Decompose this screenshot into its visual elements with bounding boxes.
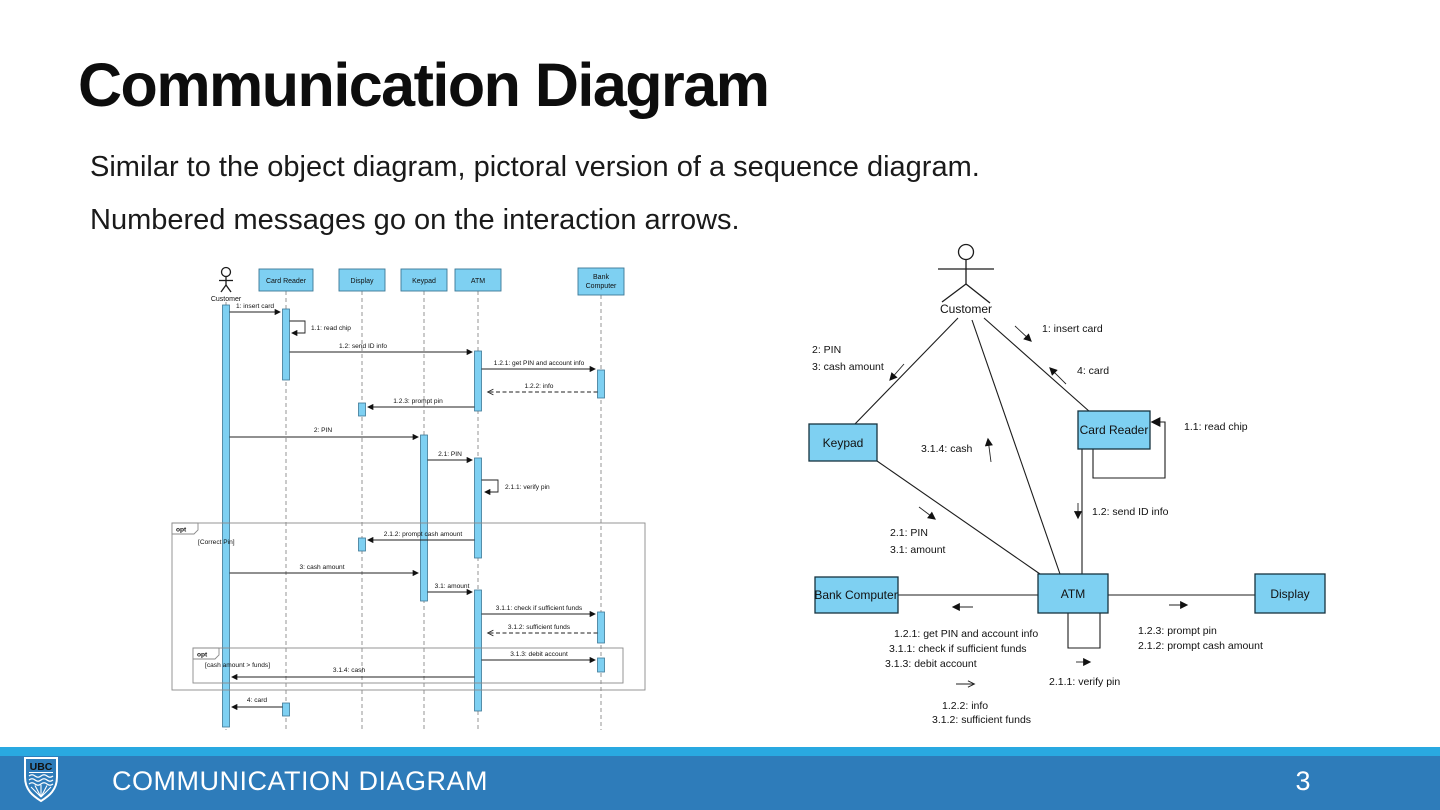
seq-message-label: 1: insert card [236, 303, 274, 310]
comm-message-label: 1.2.2: info [942, 700, 988, 712]
comm-message-label: 2.1.2: prompt cash amount [1138, 640, 1263, 652]
seq-message-label: 1.2.3: prompt pin [393, 398, 443, 405]
ubc-logo-text: UBC [30, 761, 53, 773]
comm-message-label: 1.2: send ID info [1092, 506, 1169, 518]
comm-actor-label: Customer [940, 302, 992, 316]
comm-message-label: 2.1: PIN [890, 527, 928, 539]
seq-message-label: 3.1: amount [435, 583, 470, 590]
comm-node-atm: ATM [1037, 573, 1109, 614]
comm-message-label: 3.1.2: sufficient funds [932, 714, 1031, 726]
body-text-line-2: Numbered messages go on the interaction … [90, 204, 740, 236]
opt-fragment-cash-gt-funds: opt [cash amount > funds] [192, 647, 624, 684]
comm-message-label: 3.1.4: cash [921, 443, 973, 455]
sequence-diagram: opt [Correct Pin] opt [cash amount > fun… [171, 266, 646, 730]
seq-message-label: 3.1.3: debit account [510, 651, 568, 658]
comm-message-label: 2: PIN [812, 344, 841, 356]
comm-messages: 1: insert card 4: card 2: PIN 3: cash am… [812, 323, 1263, 726]
page-number: 3 [1295, 766, 1311, 796]
activation-bars [222, 304, 605, 728]
lifeline-display: Display [338, 268, 386, 292]
seq-message-label: 3.1.4: cash [333, 667, 366, 674]
seq-messages: 1: insert card 1.1: read chip 1.2: send … [229, 303, 598, 711]
fragment-guard: [cash amount > funds] [205, 662, 270, 669]
footer-accent-strip [0, 747, 1440, 756]
ubc-logo: UBC [24, 757, 58, 803]
comm-links [853, 317, 1255, 649]
seq-message-label: 4: card [247, 697, 267, 704]
comm-message-label: 3.1.3: debit account [885, 658, 977, 670]
seq-message-label: 2.1.2: prompt cash amount [384, 531, 463, 538]
seq-message-label: 2: PIN [314, 427, 333, 434]
comm-node-keypad: Keypad [808, 423, 878, 462]
lifeline-bank-computer: Bank Computer [577, 267, 625, 296]
comm-message-label: 3: cash amount [812, 361, 884, 373]
fragment-guard: [Correct Pin] [198, 539, 235, 546]
comm-node-label: Keypad [823, 436, 864, 450]
comm-message-label: 2.1.1: verify pin [1049, 676, 1120, 688]
lifeline-label: ATM [471, 278, 485, 285]
comm-node-bank-computer: Bank Computer [814, 576, 899, 614]
seq-message-label: 2.1.1: verify pin [505, 484, 550, 491]
seq-message-label: 3: cash amount [299, 564, 344, 571]
seq-message-label: 1.2: send ID info [339, 343, 387, 350]
footer-section-title: COMMUNICATION DIAGRAM [112, 766, 488, 796]
comm-message-label: 3.1: amount [890, 544, 946, 556]
lifeline-label: Card Reader [266, 278, 307, 285]
lifeline-label: Keypad [412, 278, 436, 285]
comm-message-label: 1: insert card [1042, 323, 1103, 335]
comm-message-label: 4: card [1077, 365, 1109, 377]
lifeline-label: Customer [211, 296, 242, 303]
seq-message-label: 1.2.1: get PIN and account info [494, 360, 585, 367]
fragment-operator: opt [197, 652, 208, 659]
comm-node-label: Card Reader [1080, 423, 1149, 437]
comm-message-label: 3.1.1: check if sufficient funds [889, 643, 1027, 655]
seq-message-label: 3.1.2: sufficient funds [508, 624, 571, 631]
page-title: Communication Diagram [78, 51, 770, 119]
lifeline-label-line1: Bank [593, 274, 609, 281]
communication-diagram: Customer Keypad Card Reader Bank Compute… [808, 243, 1326, 726]
lifeline-keypad: Keypad [400, 268, 448, 292]
seq-message-label: 2.1: PIN [438, 451, 462, 458]
ubc-logo-rays [30, 785, 52, 798]
lifeline-label: Display [351, 278, 374, 285]
footer-bar [0, 756, 1440, 810]
comm-message-label: 1.2.3: prompt pin [1138, 625, 1217, 637]
comm-node-card-reader: Card Reader [1077, 410, 1151, 450]
comm-node-label: ATM [1061, 587, 1085, 601]
lifeline-card-reader: Card Reader [258, 268, 314, 292]
body-text-line-1: Similar to the object diagram, pictoral … [90, 151, 980, 183]
comm-actor-customer: Customer [938, 243, 994, 316]
actor-customer: Customer [211, 266, 242, 303]
lifeline-label-line2: Computer [586, 283, 617, 290]
opt-fragment-correct-pin: opt [Correct Pin] [171, 522, 646, 691]
fragment-operator: opt [176, 527, 187, 534]
comm-node-display: Display [1254, 573, 1326, 614]
lifeline-atm: ATM [454, 268, 502, 292]
seq-message-label: 3.1.1: check if sufficient funds [496, 605, 583, 612]
comm-message-label: 1.1: read chip [1184, 421, 1248, 433]
seq-message-label: 1.1: read chip [311, 325, 351, 332]
comm-message-label: 1.2.1: get PIN and account info [894, 628, 1038, 640]
seq-message-label: 1.2.2: info [525, 383, 554, 390]
comm-node-label: Display [1270, 587, 1309, 601]
comm-node-label: Bank Computer [814, 588, 897, 602]
